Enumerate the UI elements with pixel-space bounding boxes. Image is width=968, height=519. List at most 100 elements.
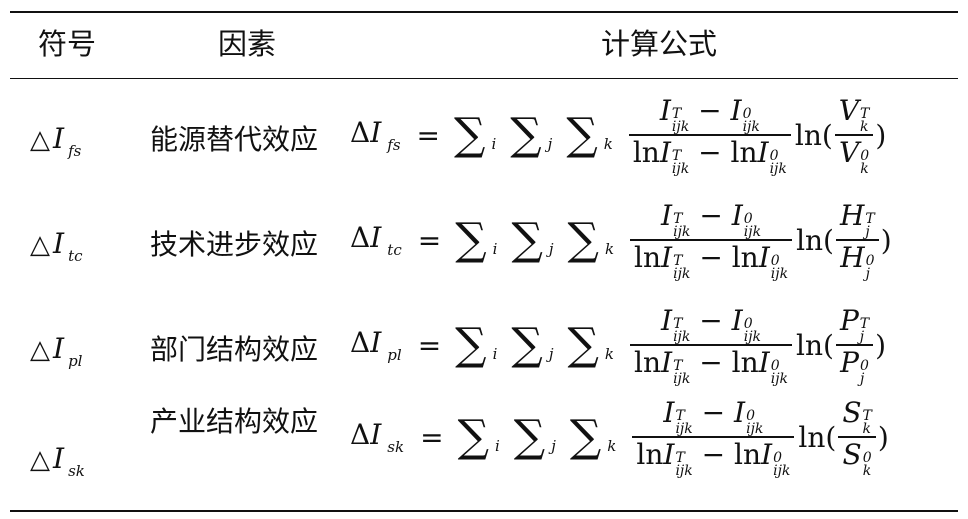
ln-open: ln( xyxy=(798,420,837,454)
close-paren: ) xyxy=(880,223,892,257)
symbol-var: I xyxy=(53,442,65,475)
superscript: 0 xyxy=(773,449,783,466)
sum-index-j: j xyxy=(548,345,554,363)
fraction-bar xyxy=(835,344,874,346)
var-I: I xyxy=(734,396,746,430)
lhs-subscript: pl xyxy=(387,346,402,364)
var-I: I xyxy=(731,199,743,233)
equals-sign: = xyxy=(420,420,444,454)
superscript: 0 xyxy=(743,211,753,228)
delta-glyph: Δ xyxy=(350,116,371,149)
delta-triangle-icon: △ xyxy=(30,125,50,155)
delta-triangle-icon: △ xyxy=(30,445,50,475)
var-I: I xyxy=(661,345,673,379)
subscript: ijk xyxy=(769,160,787,177)
subscript: ijk xyxy=(743,224,762,241)
superscript: 0 xyxy=(860,147,870,164)
sum-i-icon: ∑ xyxy=(455,319,487,370)
minus-sign: − xyxy=(699,304,723,338)
minus-sign: − xyxy=(699,240,723,274)
table-bottom-rule xyxy=(10,510,958,512)
var-I: I xyxy=(663,437,675,471)
superscript: T xyxy=(673,357,683,374)
var-I: I xyxy=(731,304,743,338)
symbol-var: I xyxy=(53,122,65,155)
minus-sign: − xyxy=(698,135,722,169)
superscript: 0 xyxy=(746,408,756,425)
superscript: 0 xyxy=(742,106,752,123)
subscript: ijk xyxy=(675,462,693,479)
var-I: I xyxy=(758,345,770,379)
sum-i-icon: ∑ xyxy=(454,109,486,160)
symbol-subscript: sk xyxy=(68,462,85,480)
ratio-var: H xyxy=(840,240,865,274)
ln-open: ln( xyxy=(796,328,834,362)
subscript: k xyxy=(862,462,872,479)
ln-text: ln xyxy=(731,240,759,274)
minus-sign: − xyxy=(701,437,726,471)
var-I: I xyxy=(757,135,769,169)
subscript: ijk xyxy=(742,119,760,136)
ratio-var: V xyxy=(839,135,860,169)
factor-name: 能源替代效应 xyxy=(150,123,319,156)
subscript: ijk xyxy=(673,224,691,241)
delta-glyph: Δ xyxy=(350,418,371,451)
table-top-rule xyxy=(10,11,958,13)
fraction-bar xyxy=(835,239,879,241)
sum-index-j: j xyxy=(547,135,553,153)
sum-index-i: i xyxy=(492,345,498,363)
symbol-subscript: tc xyxy=(68,247,83,265)
sum-j-icon: ∑ xyxy=(511,214,543,265)
subscript: ijk xyxy=(673,370,691,387)
subscript: ijk xyxy=(773,462,791,479)
var-I: I xyxy=(758,240,770,274)
subscript: ijk xyxy=(671,119,690,136)
lhs-var: I xyxy=(370,221,382,254)
sum-j-icon: ∑ xyxy=(513,411,546,462)
factor-name: 产业结构效应 xyxy=(150,405,319,438)
sum-k-icon: ∑ xyxy=(567,214,599,265)
minus-sign: − xyxy=(701,396,726,430)
minus-sign: − xyxy=(699,199,723,233)
ln-text: ln xyxy=(632,135,660,169)
delta-triangle-icon: △ xyxy=(30,335,50,365)
header-formula: 计算公式 xyxy=(601,27,718,61)
superscript: 0 xyxy=(860,357,869,374)
delta-triangle-icon: △ xyxy=(30,230,50,260)
ln-text: ln xyxy=(636,437,664,471)
superscript: T xyxy=(671,147,682,164)
sum-j-icon: ∑ xyxy=(510,109,542,160)
superscript: T xyxy=(860,106,870,123)
subscript: ijk xyxy=(770,370,789,387)
superscript: T xyxy=(859,316,870,333)
symbol-subscript: pl xyxy=(68,352,83,370)
superscript: T xyxy=(673,252,683,269)
sum-index-j: j xyxy=(551,437,556,455)
subscript: ijk xyxy=(675,421,693,438)
sum-index-i: i xyxy=(491,135,497,153)
lhs-subscript: sk xyxy=(387,438,405,456)
